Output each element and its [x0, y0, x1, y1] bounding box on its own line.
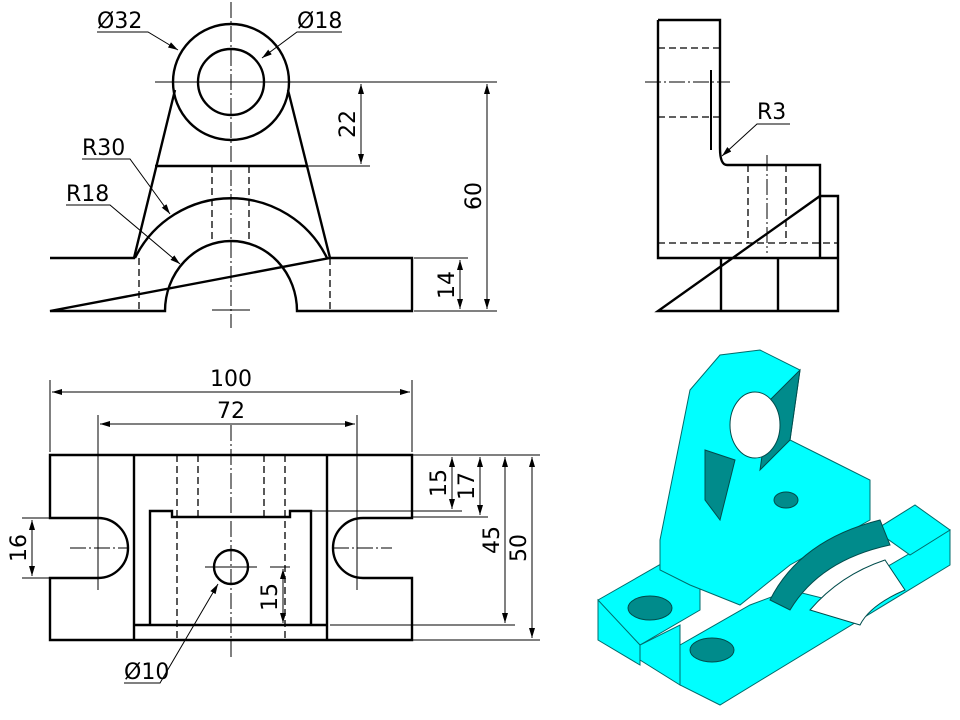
dim-15-top: 15	[427, 469, 452, 497]
dim-r18: R18	[66, 182, 109, 207]
dim-14: 14	[435, 271, 460, 299]
dim-dia-10: Ø10	[124, 660, 169, 685]
dim-15-hole: 15	[258, 583, 283, 611]
dim-16: 16	[7, 534, 32, 562]
dim-17: 17	[455, 472, 480, 500]
dim-50: 50	[507, 534, 532, 562]
side-view: R3	[645, 18, 840, 313]
dim-45: 45	[480, 526, 505, 554]
dim-22: 22	[336, 110, 361, 138]
top-view: 100 72 15 17 45 50 16 15 Ø10	[7, 367, 540, 685]
dim-r30: R30	[82, 136, 125, 161]
dim-60: 60	[462, 182, 487, 210]
dim-dia-32: Ø32	[97, 9, 142, 34]
front-view: 22 60 14 Ø32 Ø18 R30 R18	[49, 2, 497, 328]
iso-boss-hole	[729, 391, 781, 459]
dim-dia-18: Ø18	[297, 9, 342, 34]
isometric-model	[597, 349, 951, 706]
dim-72: 72	[217, 399, 245, 424]
dim-r3: R3	[757, 100, 786, 125]
dim-100: 100	[210, 367, 252, 392]
iso-hole	[773, 491, 799, 509]
